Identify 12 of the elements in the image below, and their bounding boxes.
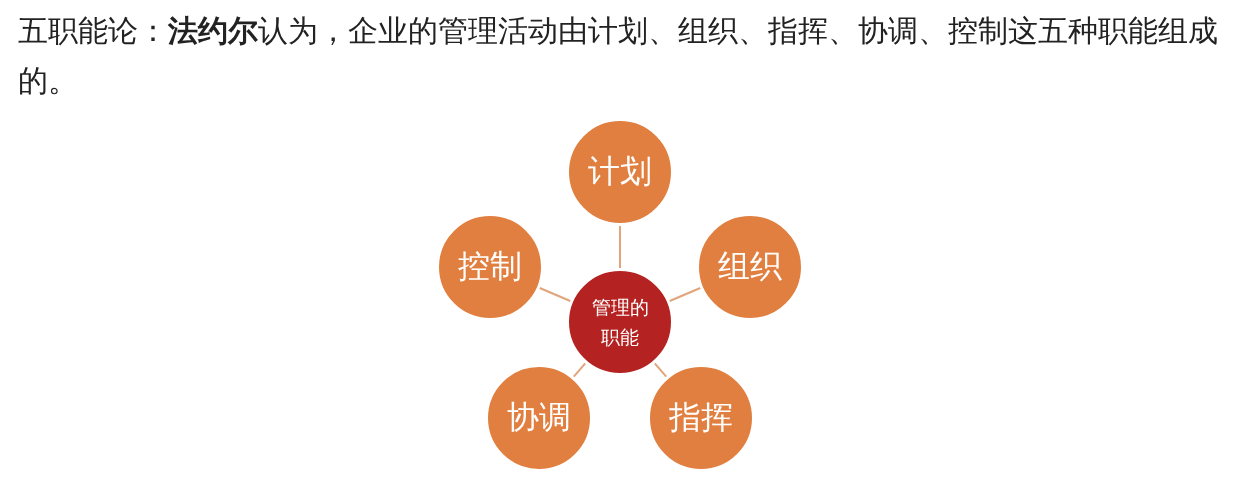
function-circle: 指挥 — [648, 365, 754, 471]
center-circle: 管理的职能 — [567, 269, 673, 375]
connector-line — [572, 362, 587, 378]
function-circle: 协调 — [486, 365, 592, 471]
connector-line — [538, 287, 572, 302]
connector-line — [668, 287, 702, 302]
heading: 五职能论：法约尔认为，企业的管理活动由计划、组织、指挥、协调、控制这五种职能组成的。 — [18, 12, 1219, 100]
function-circle: 组织 — [697, 214, 803, 320]
connector-line — [619, 225, 621, 269]
connector-line — [653, 362, 668, 378]
function-circle: 控制 — [437, 214, 543, 320]
function-circle: 计划 — [567, 119, 673, 225]
